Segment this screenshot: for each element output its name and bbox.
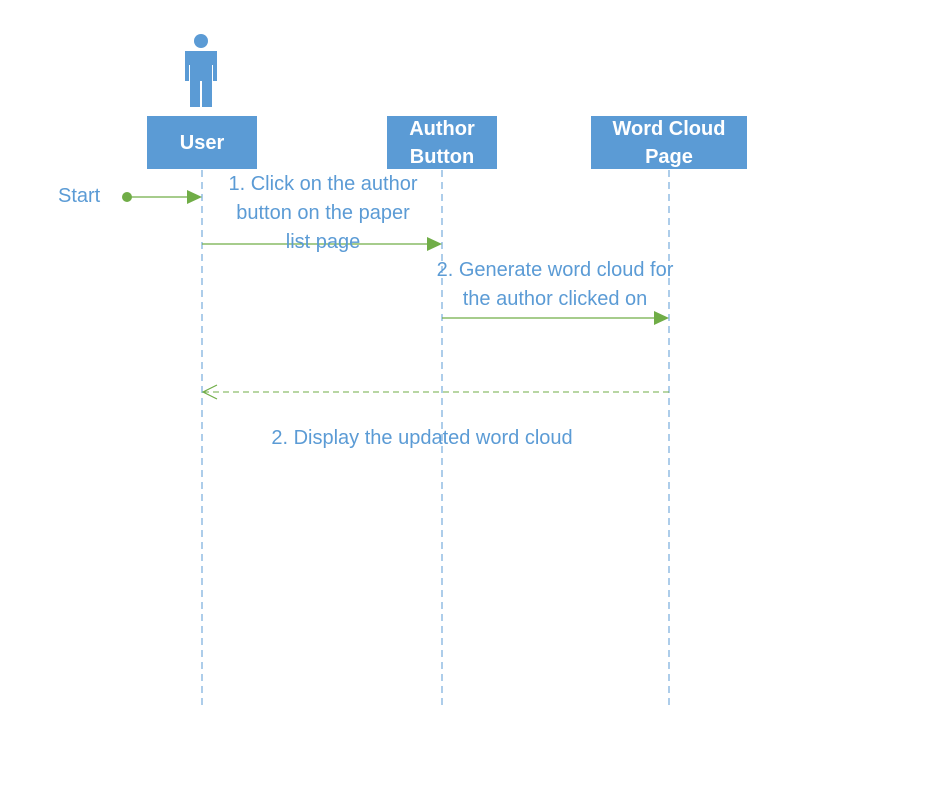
lifeline-author-button: Author Button xyxy=(387,116,497,169)
message-3-arrowhead xyxy=(201,384,218,400)
message-2-label: 2. Generate word cloud for the author cl… xyxy=(436,259,674,310)
lifeline-word-cloud-page: Word Cloud Page xyxy=(591,116,747,169)
lifeline-user-label: User xyxy=(179,131,225,154)
message-1-label: 1. Click on the author button on the pap… xyxy=(228,173,418,253)
message-3-label: 2. Display the updated word cloud xyxy=(271,427,573,449)
lifeline-word-cloud-page-label: Word Cloud Page xyxy=(612,117,726,168)
lifeline-user: User xyxy=(147,116,257,169)
start-arrowhead xyxy=(187,190,202,204)
start-label: Start xyxy=(58,185,101,207)
person-icon xyxy=(185,34,217,107)
message-1-arrowhead xyxy=(427,237,442,251)
lifeline-author-button-label: Author Button xyxy=(409,117,475,168)
message-2-arrowhead xyxy=(654,311,669,325)
